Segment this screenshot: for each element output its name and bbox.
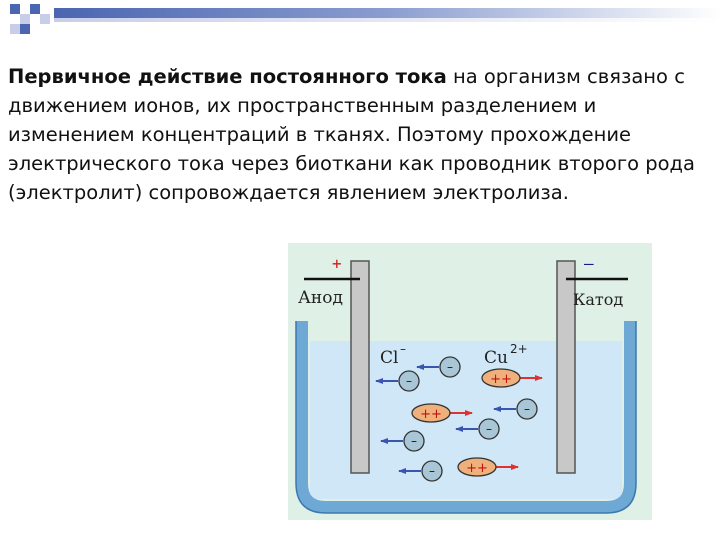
cathode-label: Катод bbox=[573, 290, 623, 309]
cathode-electrode bbox=[556, 260, 576, 474]
slide-lead-rest: на организм связано с движением ионов, и… bbox=[8, 65, 695, 204]
anion-ball bbox=[516, 398, 538, 420]
cathode-sign: – bbox=[584, 254, 594, 273]
decor-square bbox=[20, 14, 30, 24]
anion-ball bbox=[478, 418, 500, 440]
anion-symbol: – bbox=[429, 464, 435, 478]
anion-charge: – bbox=[400, 342, 406, 356]
anion: – bbox=[375, 370, 420, 392]
anion-label: Cl bbox=[380, 348, 398, 368]
decor-square bbox=[10, 4, 20, 14]
cation-charge: 2+ bbox=[510, 342, 528, 356]
cation-symbol: ++ bbox=[420, 407, 442, 422]
anode-sign: + bbox=[332, 254, 342, 273]
cation-label: Cu bbox=[484, 348, 508, 368]
decor-square bbox=[40, 14, 50, 24]
anion-symbol: – bbox=[486, 422, 492, 436]
vessel-outline bbox=[295, 321, 637, 514]
slide-body-text: Первичное действие постоянного тока на о… bbox=[8, 62, 708, 207]
anion-ball bbox=[403, 430, 425, 452]
anion-symbol: – bbox=[411, 434, 417, 448]
cation-ball bbox=[457, 457, 497, 477]
cation-symbol: ++ bbox=[466, 461, 488, 476]
anion: – bbox=[416, 356, 461, 378]
anion-symbol: – bbox=[524, 402, 530, 416]
decor-square bbox=[20, 24, 30, 34]
cation-symbol: ++ bbox=[490, 372, 512, 387]
anion-symbol: – bbox=[447, 360, 453, 374]
cation: ++ bbox=[481, 368, 543, 388]
title-decoration bbox=[10, 4, 720, 34]
slide-lead-bold: Первичное действие постоянного тока bbox=[8, 65, 447, 88]
vessel bbox=[296, 321, 636, 513]
anode-label: Анод bbox=[298, 288, 343, 308]
decor-square bbox=[10, 24, 20, 34]
anion: – bbox=[380, 430, 425, 452]
cation: ++ bbox=[411, 403, 473, 423]
decor-square bbox=[30, 4, 40, 14]
cation-ball bbox=[411, 403, 451, 423]
anion-ball bbox=[421, 460, 443, 482]
anion-symbol: – bbox=[406, 374, 412, 388]
anion: – bbox=[455, 418, 500, 440]
anion-ball bbox=[398, 370, 420, 392]
anion: – bbox=[493, 398, 538, 420]
cation-ball bbox=[481, 368, 521, 388]
anion-ball bbox=[439, 356, 461, 378]
cation: ++ bbox=[457, 457, 519, 477]
anode-electrode bbox=[350, 260, 370, 474]
anion: – bbox=[398, 460, 443, 482]
electrolysis-diagram: + Анод – Катод Cl – Cu 2+ – – – – bbox=[288, 243, 652, 520]
